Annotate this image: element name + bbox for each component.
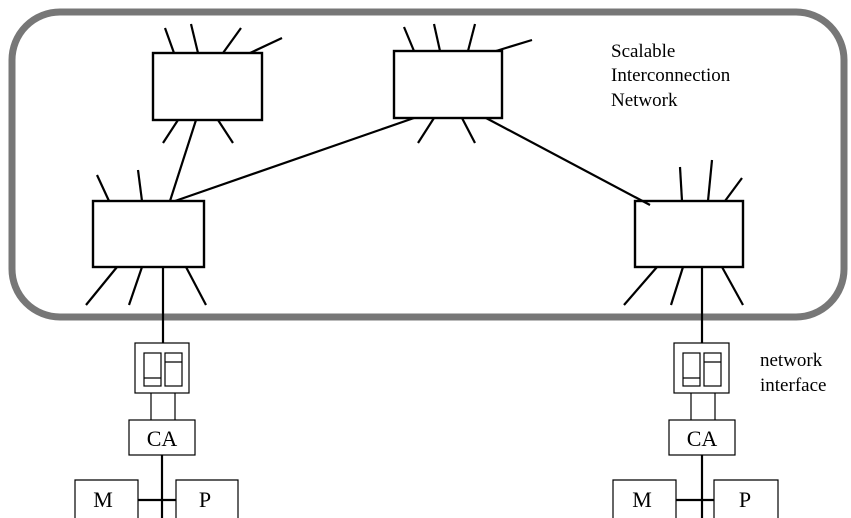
- network-label: Scalable Interconnection Network: [611, 41, 735, 111]
- ca-label-left: CA: [147, 426, 178, 451]
- switch-bottom-right: [623, 159, 745, 306]
- node-right: CA M P: [612, 267, 779, 518]
- processor-right: [713, 479, 779, 518]
- communication-assist-left: [128, 419, 196, 456]
- communication-assist-right: [668, 419, 736, 456]
- processor-label-right: P: [739, 487, 751, 512]
- interface-label-line-1: network: [760, 350, 823, 371]
- switch-bottom-left: [85, 169, 207, 306]
- switch-top-center: [392, 23, 533, 144]
- network-label-line-3: Network: [611, 90, 678, 111]
- memory-label-left: M: [93, 487, 113, 512]
- processor-left: [175, 479, 239, 518]
- network-label-line-1: Scalable: [611, 41, 675, 62]
- memory-right: [612, 479, 677, 518]
- switch-links: [168, 116, 651, 206]
- network-label-line-2: Interconnection: [611, 65, 731, 86]
- interface-label-line-2: interface: [760, 375, 826, 396]
- ca-label-right: CA: [687, 426, 718, 451]
- node-left: CA M P: [74, 267, 239, 518]
- switch-top-left: [151, 23, 283, 144]
- interface-label: network interface: [760, 350, 827, 396]
- network-boundary: [8, 8, 848, 321]
- memory-label-right: M: [632, 487, 652, 512]
- memory-left: [74, 479, 139, 518]
- processor-label-left: P: [199, 487, 211, 512]
